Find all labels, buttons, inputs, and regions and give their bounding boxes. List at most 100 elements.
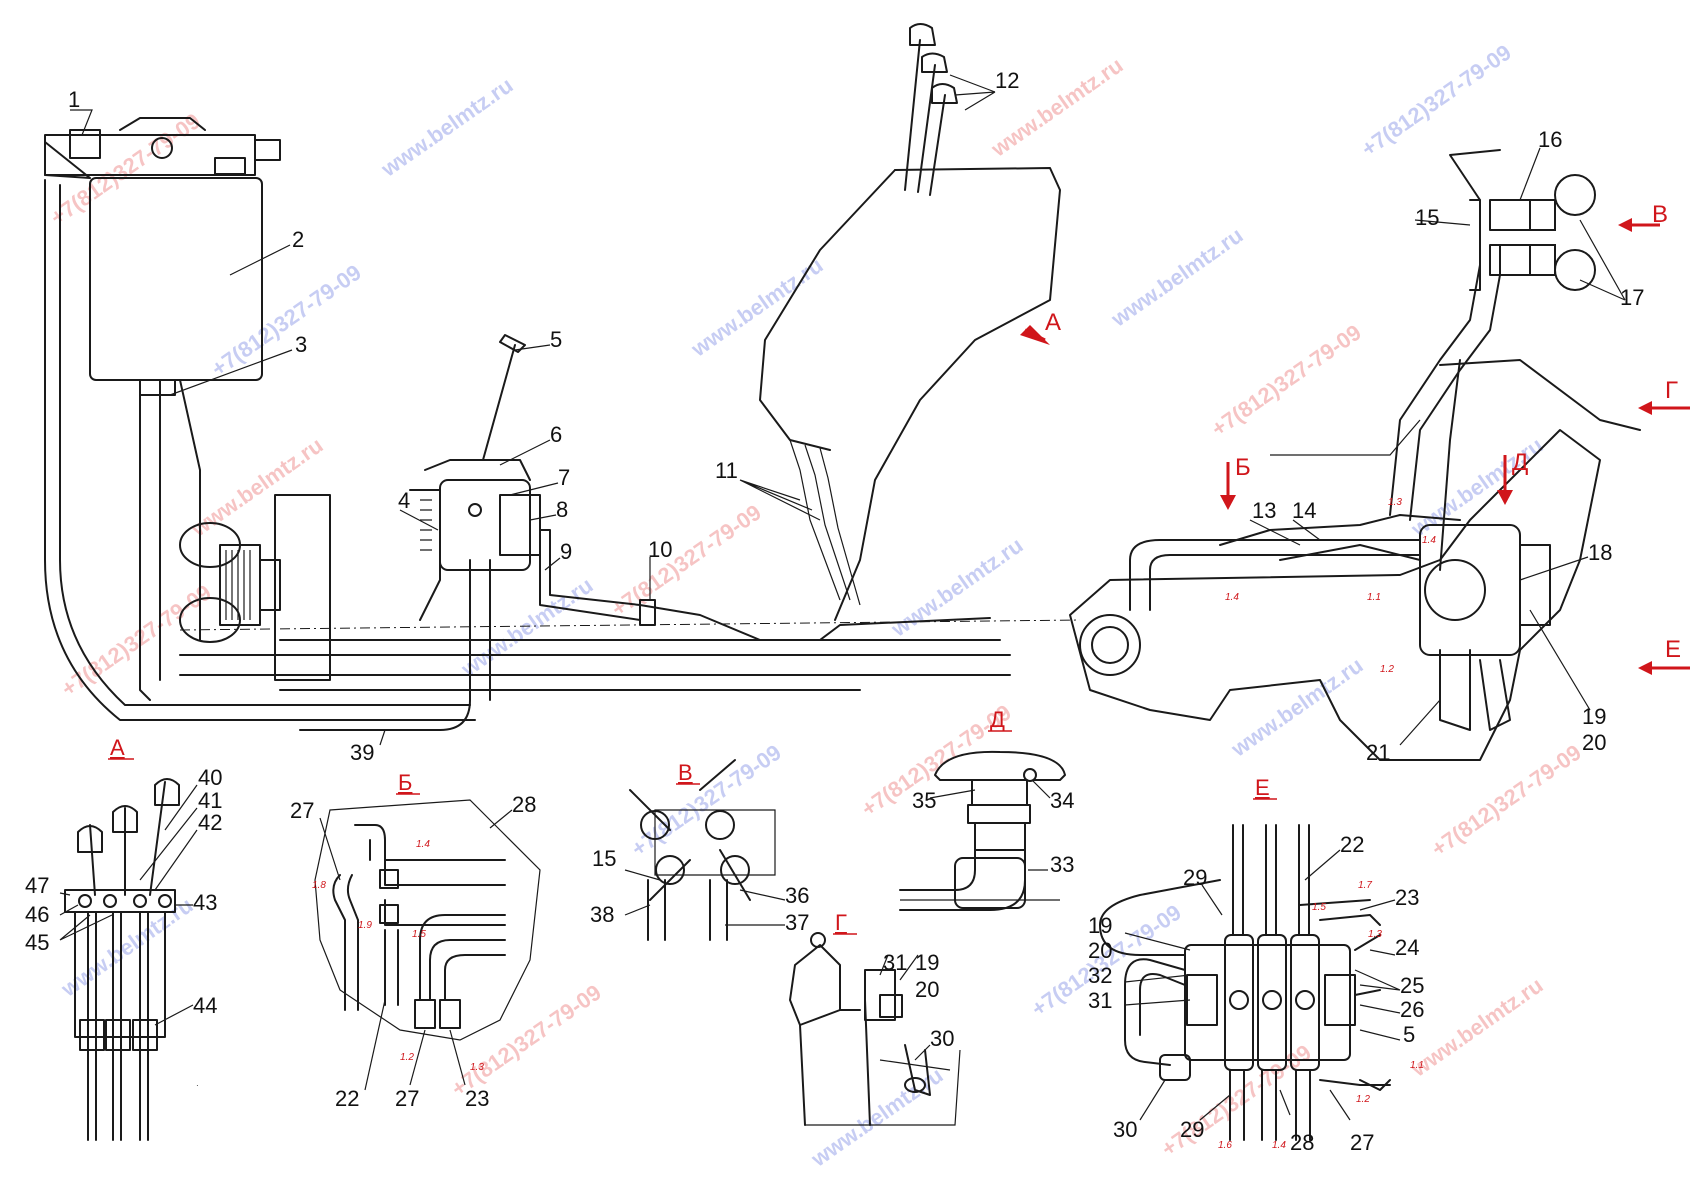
hose-marker: 1.5 [1312,902,1326,913]
view-a: А 40 41 42 43 44 45 46 47 [25,735,222,1141]
hose-marker: 1.3 [470,1062,484,1073]
callout-23b: 23 [1395,885,1419,910]
main-hose-markers: 1.3 1.4 1.4 1.1 1.2 [1225,497,1436,675]
callout-42: 42 [198,810,222,835]
callout-24: 24 [1395,935,1419,960]
view-g: Г 31 19 20 30 [789,910,961,1126]
callout-27b: 27 [395,1086,419,1111]
dot-mark: · [196,1081,199,1090]
callout-34: 34 [1050,788,1074,813]
callout-39: 39 [350,740,374,765]
callout-19b: 19 [915,950,939,975]
callout-20: 20 [1582,730,1606,755]
view-e-title: Е [1255,775,1270,800]
callout-14: 14 [1292,498,1316,523]
callout-5: 5 [550,327,562,352]
callout-7: 7 [558,465,570,490]
watermark-phone: +7(812)327-79-09 [1207,320,1366,442]
watermark-phone: +7(812)327-79-09 [1357,40,1516,162]
view-a-title: А [110,735,125,760]
watermark-phone: +7(812)327-79-09 [57,580,216,702]
callout-17: 17 [1620,285,1644,310]
arrow-label-g: Г [1665,377,1678,404]
arrow-label-d: Д [1512,449,1528,476]
hose-marker: 1.4 [1422,535,1436,546]
callout-8: 8 [556,497,568,522]
hose-marker: 1.2 [1356,1094,1370,1105]
watermark-url: www.belmtz.ru [886,532,1028,642]
callout-29: 29 [1183,865,1207,890]
callout-46: 46 [25,902,49,927]
hose-marker: 1.2 [400,1052,414,1063]
hose-marker: 1.3 [1388,497,1402,508]
watermark-url: www.belmtz.ru [186,432,328,542]
callout-28b: 28 [1290,1130,1314,1155]
watermark-url: www.belmtz.ru [686,252,828,362]
tank-top [44,134,256,176]
callout-29b: 29 [1180,1117,1204,1142]
watermark-phone: +7(812)327-79-09 [447,980,606,1102]
callout-31: 31 [883,950,907,975]
watermark-phone: +7(812)327-79-09 [1427,740,1586,862]
view-v-title: В [678,760,693,785]
callout-19: 19 [1582,704,1606,729]
callout-19c: 19 [1088,913,1112,938]
callout-2: 2 [292,227,304,252]
hose-marker: 1.2 [1380,664,1394,675]
callout-47: 47 [25,873,49,898]
hose-marker: 1.1 [1410,1060,1424,1071]
watermark-url: www.belmtz.ru [376,72,518,182]
callout-25: 25 [1400,973,1424,998]
hose-marker: 1.5 [412,929,426,940]
callout-1: 1 [68,87,80,112]
callout-37: 37 [785,910,809,935]
arrow-label-v: В [1652,201,1668,228]
hose-marker: 1.8 [312,880,326,891]
callout-20c: 20 [1088,938,1112,963]
callout-3: 3 [295,332,307,357]
callout-20b: 20 [915,977,939,1002]
view-d: Д 35 34 33 [899,707,1074,911]
callout-21: 21 [1366,740,1390,765]
callout-35: 35 [912,788,936,813]
hose-marker: 1.1 [1367,592,1381,603]
watermark-url: www.belmtz.ru [806,1062,948,1172]
callout-22b: 22 [1340,832,1364,857]
watermark-url: www.belmtz.ru [1226,652,1368,762]
callout-11: 11 [715,458,738,483]
callout-33: 33 [1050,852,1074,877]
callout-18: 18 [1588,540,1612,565]
arrow-label-a: А [1045,309,1061,336]
view-v: В 15 38 36 37 [590,759,809,941]
watermark-url: www.belmtz.ru [1106,222,1248,332]
main-callouts: 1 2 3 4 5 6 7 8 9 10 11 12 13 14 15 16 1… [68,68,1644,765]
hose-marker: 1.9 [358,920,372,931]
callout-4: 4 [398,488,410,513]
callout-28: 28 [512,792,536,817]
hose-marker: 1.4 [1272,1140,1286,1151]
callout-30: 30 [930,1026,954,1051]
hose-marker: 1.3 [1368,929,1382,940]
hose-marker: 1.4 [416,839,430,850]
callout-32: 32 [1088,963,1112,988]
callout-15b: 15 [592,846,616,871]
callout-16: 16 [1538,127,1562,152]
callout-45: 45 [25,930,49,955]
watermark-url: www.belmtz.ru [456,572,598,682]
view-arrows: А Б В Г Д Е [1020,201,1690,675]
arrow-label-e: Е [1665,636,1681,663]
hose-marker: 1.7 [1358,880,1372,891]
fender [834,167,1061,621]
callout-38: 38 [590,902,614,927]
callout-36: 36 [785,883,809,908]
view-g-title: Г [835,910,847,935]
watermark-phone: +7(812)327-79-09 [627,740,786,862]
view-b-title: Б [398,770,412,795]
hose-marker: 1.4 [1225,592,1239,603]
callout-26: 26 [1400,997,1424,1022]
callout-43: 43 [193,890,217,915]
callout-31b: 31 [1088,988,1112,1013]
callout-15: 15 [1415,205,1439,230]
frame-right [1069,429,1601,761]
